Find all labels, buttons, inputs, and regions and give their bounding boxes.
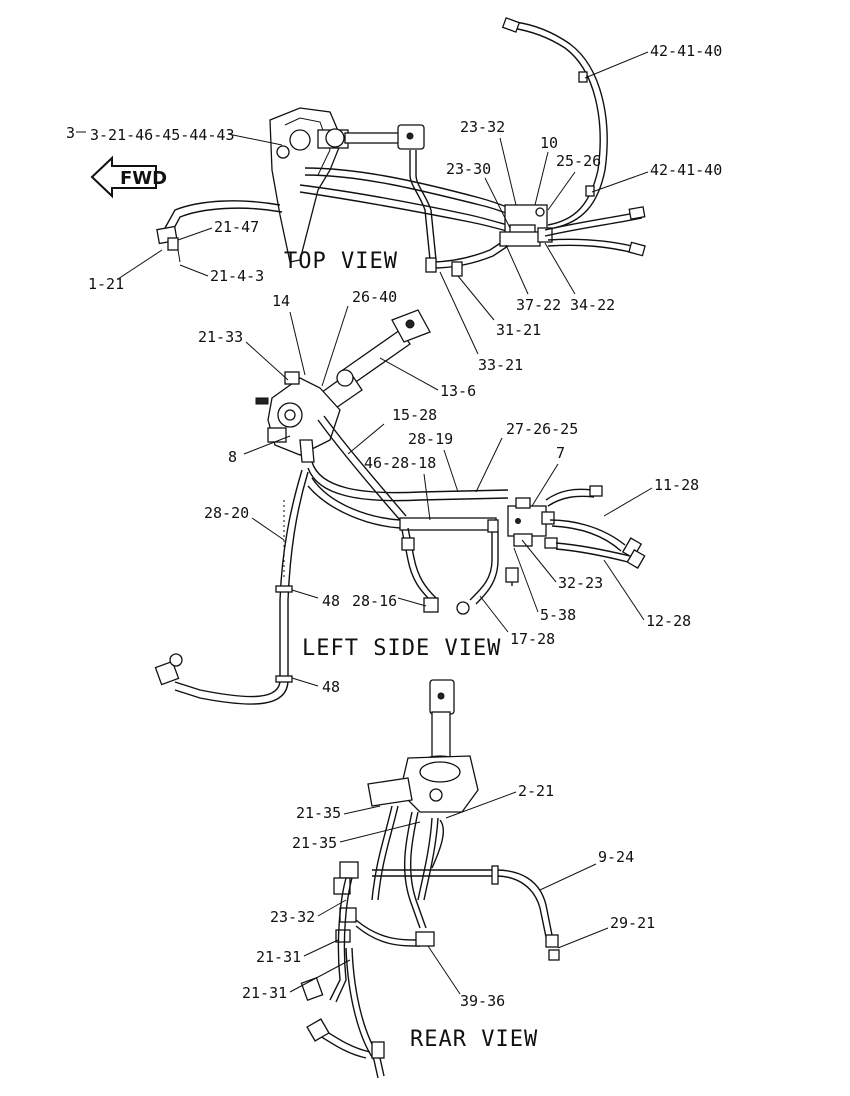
callout: 25-26 [556,152,601,170]
callout: 21-35 [296,804,341,822]
left-side-view-callouts: 14 26-40 21-33 13-6 15-28 8 28-19 27-26-… [198,288,699,696]
rear-view-drawing [300,679,560,1079]
callout: 37-22 [516,296,561,314]
top-view-callouts: 3 3-21-46-45-44-43 21-47 1-21 21-4-3 TOP… [66,42,722,374]
callout: 15-28 [392,406,437,424]
callout: 26-40 [352,288,397,306]
callout: 7 [556,444,565,462]
callout: 21-47 [214,218,259,236]
callout: 12-28 [646,612,691,630]
top-view-drawing: FWD [90,17,646,277]
callout: 28-16 [352,592,397,610]
view-title-rear: REAR VIEW [410,1027,538,1052]
callout: 10 [540,134,558,152]
callout: 39-36 [460,992,505,1010]
callout: 1-21 [88,275,124,293]
callout: 48 [322,592,340,610]
fwd-arrow-icon: FWD [90,155,167,199]
callout: 28-19 [408,430,453,448]
callout: 23-32 [460,118,505,136]
control-valve [507,505,547,537]
callout: 9-24 [598,848,634,866]
callout: 2-21 [518,782,554,800]
callout: 42-41-40 [650,161,722,179]
callout: 29-21 [610,914,655,932]
callout: 21-35 [292,834,337,852]
callout-prefix: 3 [66,124,75,142]
callout: 34-22 [570,296,615,314]
callout: 46-28-18 [364,454,436,472]
callout: 27-26-25 [506,420,578,438]
callout: 32-23 [558,574,603,592]
callout: 8 [228,448,237,466]
callout: 11-28 [654,476,699,494]
callout: 13-6 [440,382,476,400]
callout: 33-21 [478,356,523,374]
fwd-label: FWD [120,168,167,189]
callout: 48 [322,678,340,696]
callout: 3-21-46-45-44-43 [90,126,235,144]
callout: 14 [272,292,290,310]
callout: 42-41-40 [650,42,722,60]
callout: 21-4-3 [210,267,264,285]
callout: 5-38 [540,606,576,624]
view-title-left-side: LEFT SIDE VIEW [302,636,501,661]
callout: 17-28 [510,630,555,648]
view-title-top: TOP VIEW [284,249,398,274]
callout: 21-31 [242,984,287,1002]
left-side-view-drawing [154,309,646,705]
callout: 31-21 [496,321,541,339]
callout: 28-20 [204,504,249,522]
callout: 23-30 [446,160,491,178]
callout: 21-33 [198,328,243,346]
callout: 23-32 [270,908,315,926]
callout: 21-31 [256,948,301,966]
rear-view-callouts: 2-21 21-35 21-35 9-24 23-32 29-21 21-31 … [242,782,655,1052]
